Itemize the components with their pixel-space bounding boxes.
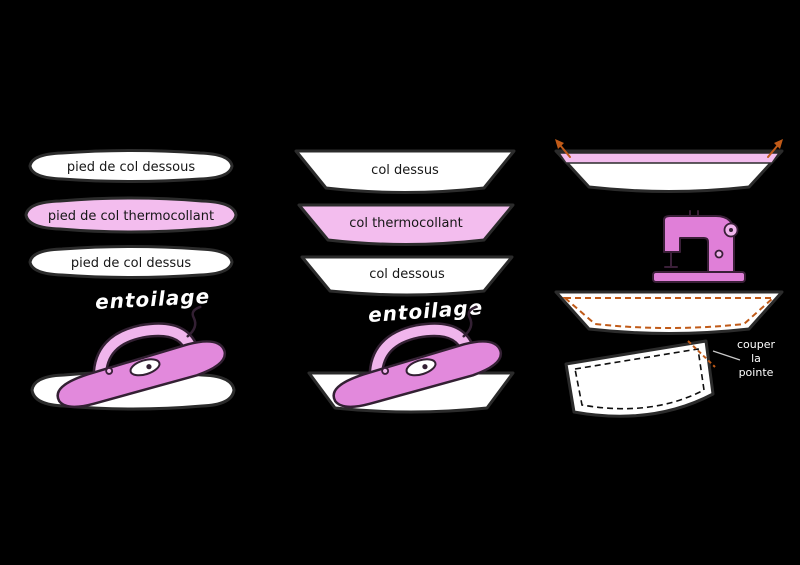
collar-corner-trim-step: couper la pointe bbox=[564, 338, 775, 418]
upper-collar-label: col dessus bbox=[371, 163, 439, 178]
iron-dial bbox=[105, 367, 114, 375]
sewing-machine-icon bbox=[652, 210, 746, 283]
iron-ornament-dot bbox=[422, 364, 428, 370]
machine-arm bbox=[663, 215, 735, 273]
iron-dial bbox=[381, 367, 390, 375]
iron-cord bbox=[462, 305, 478, 338]
iron-icon bbox=[56, 305, 227, 409]
turn-arrow-left-icon bbox=[559, 144, 571, 158]
iron-icon bbox=[332, 305, 503, 409]
under-collar-piece: col dessous bbox=[300, 255, 514, 297]
iron-ornament-dot bbox=[146, 364, 152, 370]
collar-stand-interfacing-label: pied de col thermocollant bbox=[48, 209, 214, 224]
iron-handle-fill bbox=[94, 324, 197, 382]
iron-cord bbox=[186, 305, 202, 338]
machine-base bbox=[652, 271, 746, 283]
collar-stand-under-label: pied de col dessous bbox=[67, 160, 195, 175]
interfacing-caption-left: entoilage bbox=[94, 284, 211, 314]
piece-outline bbox=[554, 290, 784, 335]
machine-wheel-hub bbox=[729, 228, 733, 232]
note-pointer-line bbox=[712, 350, 741, 361]
machine-dial bbox=[714, 249, 724, 259]
cut-note-line: couper bbox=[737, 338, 775, 351]
seam-dash-line bbox=[574, 348, 705, 410]
collar-stand-under-piece: pied de col dessous bbox=[28, 149, 234, 183]
stitch-line bbox=[562, 297, 776, 329]
piece-outline bbox=[28, 149, 234, 183]
interfacing-strip bbox=[557, 152, 781, 164]
turn-arrow-right-icon bbox=[767, 144, 779, 158]
collar-stand-interfacing-piece: pied de col thermocollant bbox=[24, 196, 238, 234]
iron-handle-fill bbox=[370, 324, 473, 382]
collar-stitched-step bbox=[554, 290, 784, 335]
piece-outline bbox=[294, 149, 516, 194]
turn-arrow-right-head bbox=[774, 139, 783, 149]
iron-ornament bbox=[405, 358, 437, 377]
collar-interfacing-label: col thermocollant bbox=[349, 216, 463, 231]
corner-cut-line bbox=[687, 340, 716, 368]
piece-outline bbox=[564, 339, 715, 418]
collar-stand-upper-label: pied de col dessus bbox=[71, 256, 192, 271]
turn-arrow-left-head bbox=[555, 139, 564, 149]
iron-ornament bbox=[129, 358, 161, 377]
piece-outline bbox=[28, 245, 234, 279]
piece-outline bbox=[297, 203, 515, 246]
collar-seam-step bbox=[554, 139, 784, 193]
collar-interfacing-piece: col thermocollant bbox=[297, 203, 515, 246]
piece-outline bbox=[24, 196, 238, 234]
collar-stand-upper-piece: pied de col dessus bbox=[28, 245, 234, 279]
under-collar-label: col dessous bbox=[369, 267, 445, 282]
upper-collar-piece: col dessus bbox=[294, 149, 516, 194]
cut-note-line: pointe bbox=[739, 366, 774, 379]
piece-outline bbox=[300, 255, 514, 297]
cut-note-line: la bbox=[751, 352, 761, 365]
